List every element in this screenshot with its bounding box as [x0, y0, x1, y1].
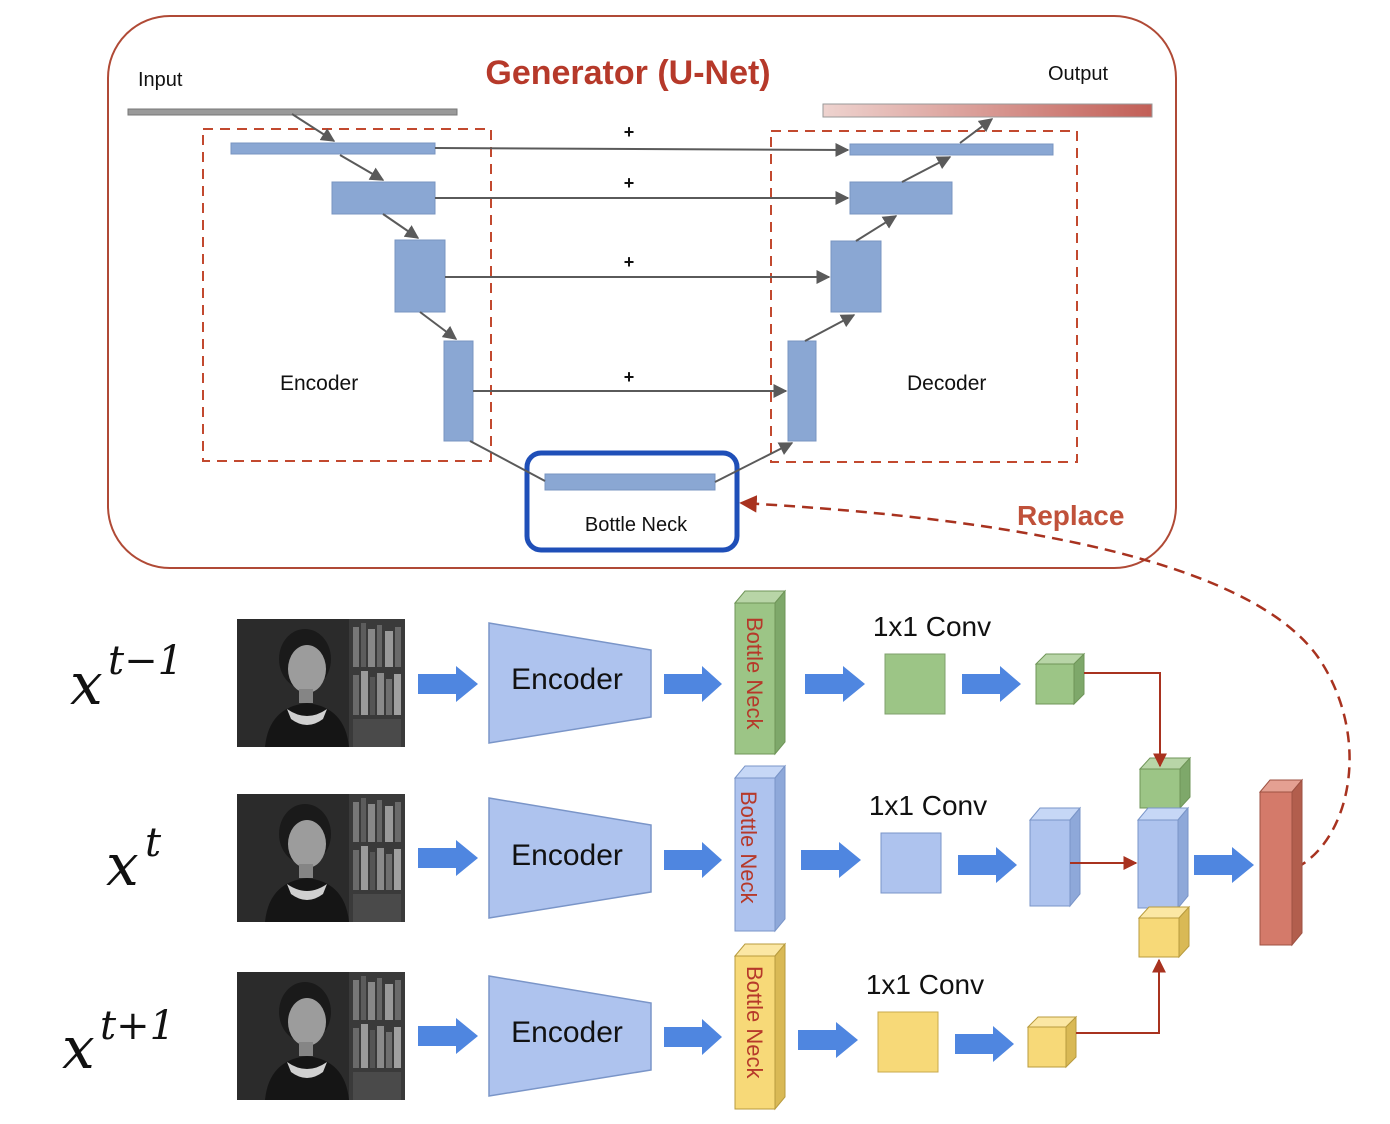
output-bar	[822, 103, 1153, 118]
frame-image-next	[237, 972, 405, 1100]
concat-cube-green	[1138, 756, 1192, 810]
row-arrow-2d	[958, 847, 1017, 883]
concat-cube-blue	[1136, 806, 1190, 910]
skip-plus-1: +	[624, 122, 635, 142]
unet-decoder-label: Decoder	[907, 372, 986, 395]
fused-output-cube	[1258, 778, 1304, 947]
decoder-block-3	[830, 240, 882, 313]
decoder-block-2	[849, 181, 953, 215]
row-arrow-1d	[962, 666, 1021, 702]
output-label: Output	[1048, 63, 1108, 85]
encoder-block-2	[331, 181, 436, 215]
replace-dashed-arrow	[739, 495, 1351, 870]
bottleneck-text-curr: Bottle Neck	[736, 791, 761, 904]
small-cube-next	[1026, 1015, 1078, 1069]
row-arrow-2c	[801, 842, 861, 878]
row-arrow-2a	[418, 840, 478, 876]
row-arrow-1a	[418, 666, 478, 702]
bottleneck-highlight	[524, 450, 740, 553]
skip-plus-3: +	[624, 252, 635, 272]
small-cube-prev	[1034, 652, 1086, 706]
generator-frame	[107, 15, 1177, 569]
concat-stack	[1136, 756, 1192, 959]
encoder-block-4	[443, 340, 474, 442]
conv-label-next: 1x1 Conv	[866, 969, 984, 1000]
row-arrow-1c	[805, 666, 865, 702]
conv-label-prev: 1x1 Conv	[873, 611, 991, 642]
bottleneck-cube-curr	[733, 764, 787, 933]
encoder-dashed-box	[202, 128, 492, 462]
input-label: Input	[138, 69, 183, 91]
concat-cube-yellow	[1137, 905, 1191, 959]
frame-label-curr-sup: t	[145, 820, 162, 866]
frame-label-prev-sup: t−1	[108, 638, 183, 684]
row-arrow-3c	[798, 1022, 858, 1058]
encoder-block-3	[394, 239, 446, 313]
replace-label: Replace	[1017, 500, 1124, 531]
encoder-trapezoid-next	[488, 975, 652, 1097]
bottleneck-text-next: Bottle Neck	[742, 966, 767, 1079]
row-arrow-1b	[664, 666, 722, 702]
bottleneck-cube-next	[733, 942, 787, 1111]
bottleneck-cube-prev	[733, 589, 787, 756]
row-next: x t+1 Encoder Bottle Neck 1x1 Conv	[62, 942, 1078, 1111]
bottleneck-text-prev: Bottle Neck	[742, 617, 767, 730]
medium-cube-curr	[1028, 806, 1082, 908]
row-prev: x t−1 Encoder Bottle Neck 1x1 Conv	[70, 589, 1086, 756]
skip-plus-4: +	[624, 367, 635, 387]
row-arrow-final	[1194, 847, 1254, 883]
encoder-label-curr: Encoder	[511, 839, 623, 872]
generator-title: Generator (U-Net)	[485, 54, 770, 92]
unet-encoder-label: Encoder	[280, 372, 358, 395]
frame-image-curr	[237, 794, 405, 922]
encoder-trapezoid-prev	[488, 622, 652, 744]
decoder-block-4	[787, 340, 817, 442]
decoder-dashed-box	[770, 130, 1078, 463]
frame-label-prev-base: x	[70, 650, 103, 718]
bottleneck-block	[544, 473, 716, 491]
skip-connections	[434, 142, 850, 398]
encoder-label-prev: Encoder	[511, 663, 623, 696]
conv-square-curr	[880, 832, 942, 894]
frame-image-prev	[237, 619, 405, 747]
conv-square-next	[877, 1011, 939, 1073]
merge-arrows	[1070, 672, 1167, 1034]
decoder-block-1	[849, 143, 1054, 156]
row-arrow-3d	[955, 1026, 1014, 1062]
unet-flow-arrows	[291, 113, 994, 483]
encoder-label-next: Encoder	[511, 1016, 623, 1049]
frame-label-next-base: x	[62, 1014, 95, 1082]
encoder-block-1	[230, 142, 436, 155]
conv-label-curr: 1x1 Conv	[869, 790, 987, 821]
encoder-trapezoid-curr	[488, 797, 652, 919]
conv-square-prev	[884, 653, 946, 715]
bottleneck-label: Bottle Neck	[585, 514, 688, 536]
row-arrow-3b	[664, 1019, 722, 1055]
skip-plus-2: +	[624, 173, 635, 193]
unet-generator: Generator (U-Net) Input Output Encoder D…	[107, 15, 1177, 569]
row-arrow-3a	[418, 1018, 478, 1054]
frame-label-curr-base: x	[106, 831, 139, 899]
row-curr: x t Encoder Bottle Neck 1x1 Conv	[106, 764, 1082, 933]
frame-label-next-sup: t+1	[100, 1003, 175, 1049]
row-arrow-2b	[664, 842, 722, 878]
